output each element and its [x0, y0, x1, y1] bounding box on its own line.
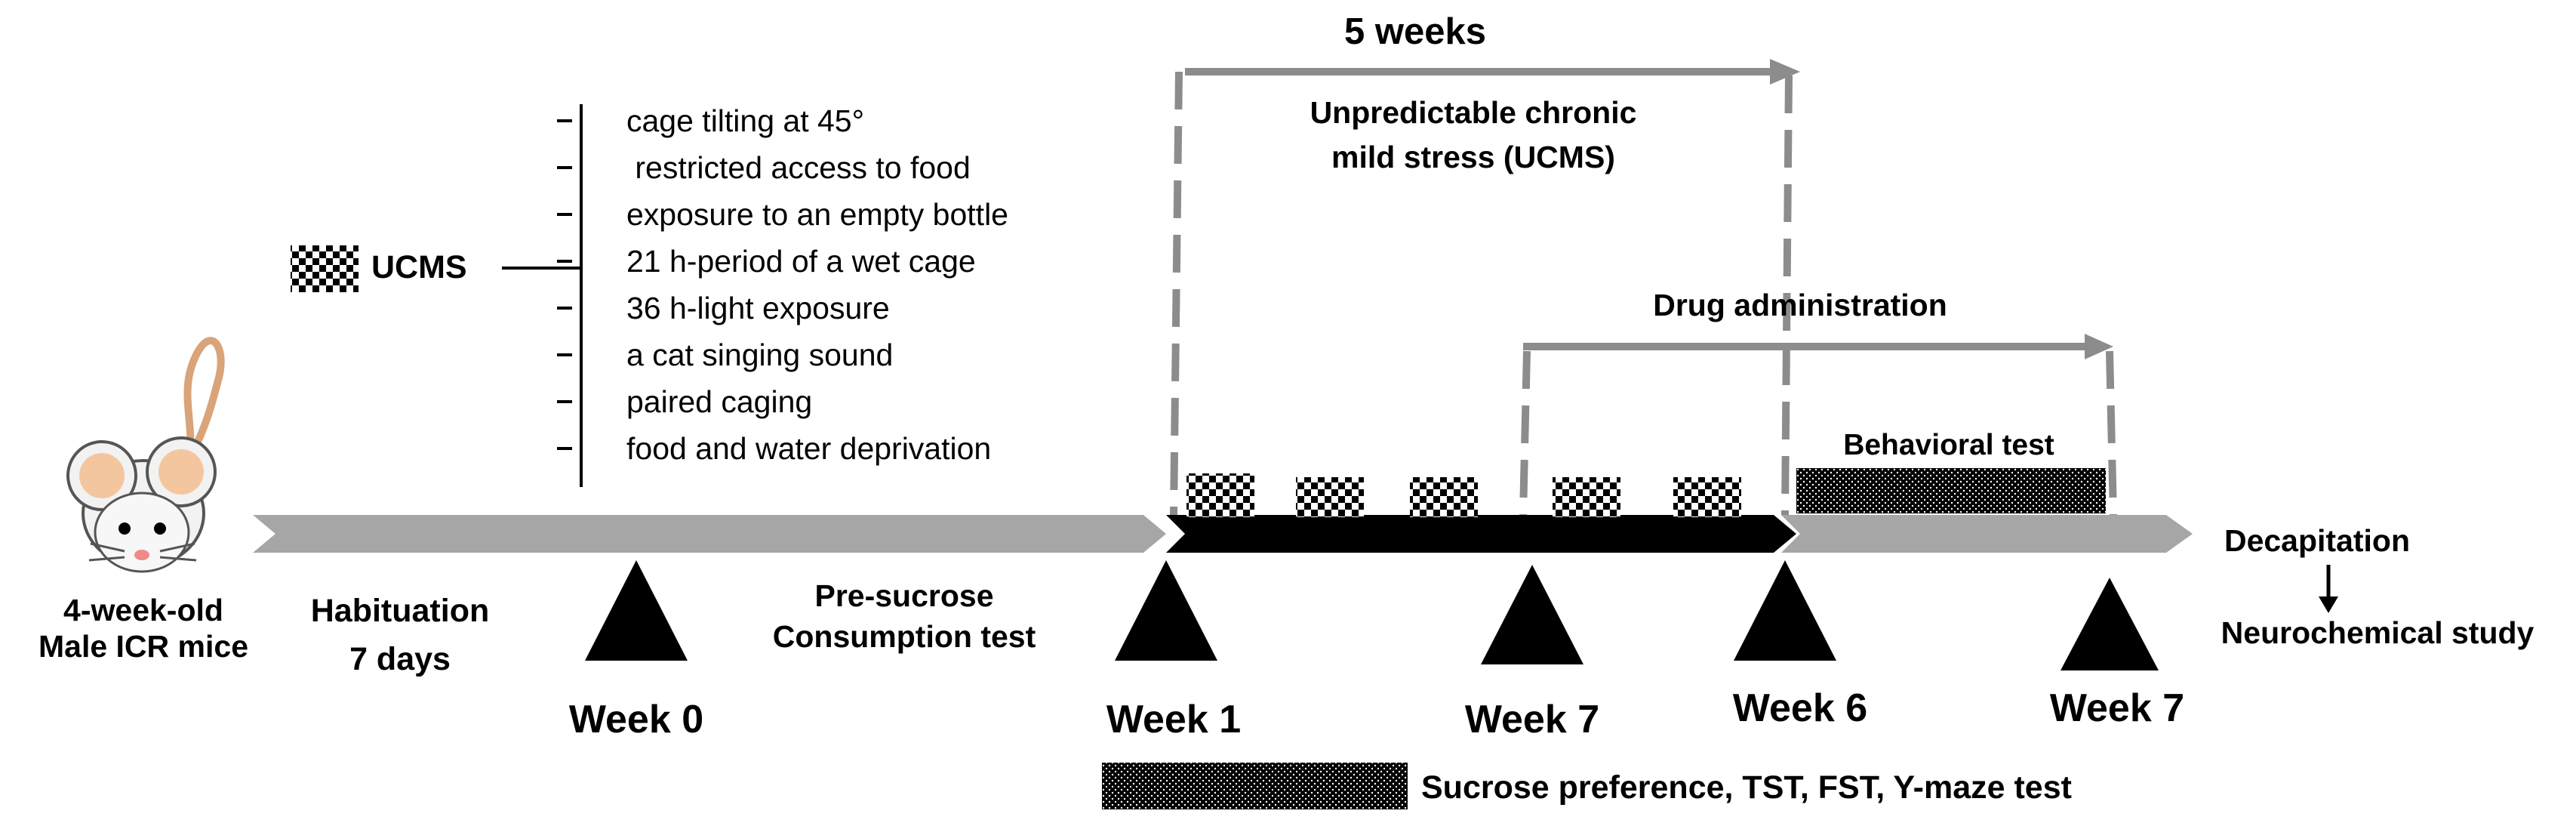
ucms-period-label-line1: Unpredictable chronic: [1310, 95, 1637, 130]
stressor-ticks: [557, 119, 572, 450]
ucms-period-arrow: [1166, 515, 1796, 553]
ucms-session-block: [1410, 477, 1478, 517]
behavioral-test-block: [1796, 468, 2106, 513]
week-0-marker: [585, 560, 688, 661]
drug-start-dashed-line: [1519, 350, 1531, 516]
ucms-checker-icon: [291, 245, 359, 292]
ucms-legend-label: UCMS: [371, 249, 467, 285]
ucms-session-block: [1296, 477, 1364, 517]
week-4-label: Week 7: [1465, 698, 1599, 741]
stressor-item: restricted access to food: [626, 150, 971, 185]
habituation-label-line2: 7 days: [349, 641, 451, 677]
pre-sucrose-label-line2: Consumption test: [773, 619, 1036, 654]
week-6-marker: [1734, 560, 1836, 661]
legend-tests-label: Sucrose preference, TST, FST, Y-maze tes…: [1421, 769, 2072, 806]
week-7-label: Week 7: [2050, 686, 2184, 730]
ucms-duration-arrowhead-icon: [1770, 59, 1800, 85]
ucms-start-dashed-line: [1170, 71, 1183, 516]
week-6-label: Week 6: [1733, 686, 1867, 730]
ucms-period-label-line2: mild stress (UCMS): [1331, 140, 1615, 174]
drug-administration-label: Drug administration: [1653, 288, 1947, 322]
stressor-item: a cat singing sound: [626, 338, 893, 372]
week-7-marker: [2060, 578, 2159, 670]
week-0-label: Week 0: [569, 698, 703, 741]
stressor-item: 21 h-period of a wet cage: [626, 244, 976, 279]
stressor-item: exposure to an empty bottle: [626, 197, 1008, 232]
post-treatment-arrow: [1781, 515, 2193, 553]
drug-arrowhead-icon: [2085, 334, 2113, 359]
neurochemical-label: Neurochemical study: [2221, 615, 2534, 650]
subject-label-line2: Male ICR mice: [38, 629, 248, 664]
stressor-item: cage tilting at 45°: [626, 103, 864, 138]
decapitation-label: Decapitation: [2224, 523, 2410, 558]
week-1-marker: [1115, 560, 1217, 661]
ucms-end-dashed-line: [1781, 75, 1793, 516]
stressor-item: food and water deprivation: [626, 431, 991, 466]
habituation-arrow: [253, 515, 1166, 553]
mouse-icon: [66, 337, 225, 573]
pre-sucrose-label-line1: Pre-sucrose: [814, 578, 993, 613]
behavioral-test-label: Behavioral test: [1843, 429, 2054, 461]
legend-dotted-swatch: [1102, 763, 1408, 809]
endpoint-arrow-icon: [2319, 596, 2338, 613]
stressor-item: 36 h-light exposure: [626, 291, 890, 325]
five-weeks-label: 5 weeks: [1344, 11, 1486, 52]
week-1-label: Week 1: [1106, 698, 1241, 741]
ucms-session-block: [1673, 477, 1741, 517]
habituation-label-line1: Habituation: [311, 593, 489, 629]
ucms-session-block: [1186, 473, 1254, 517]
drug-end-dashed-line: [2106, 350, 2117, 516]
subject-label-line1: 4-week-old: [63, 593, 223, 627]
stressor-list: cage tilting at 45° restricted access to…: [626, 103, 1008, 466]
stressor-item: paired caging: [626, 384, 812, 419]
ucms-session-block: [1553, 477, 1620, 517]
week-4-marker: [1481, 565, 1583, 664]
